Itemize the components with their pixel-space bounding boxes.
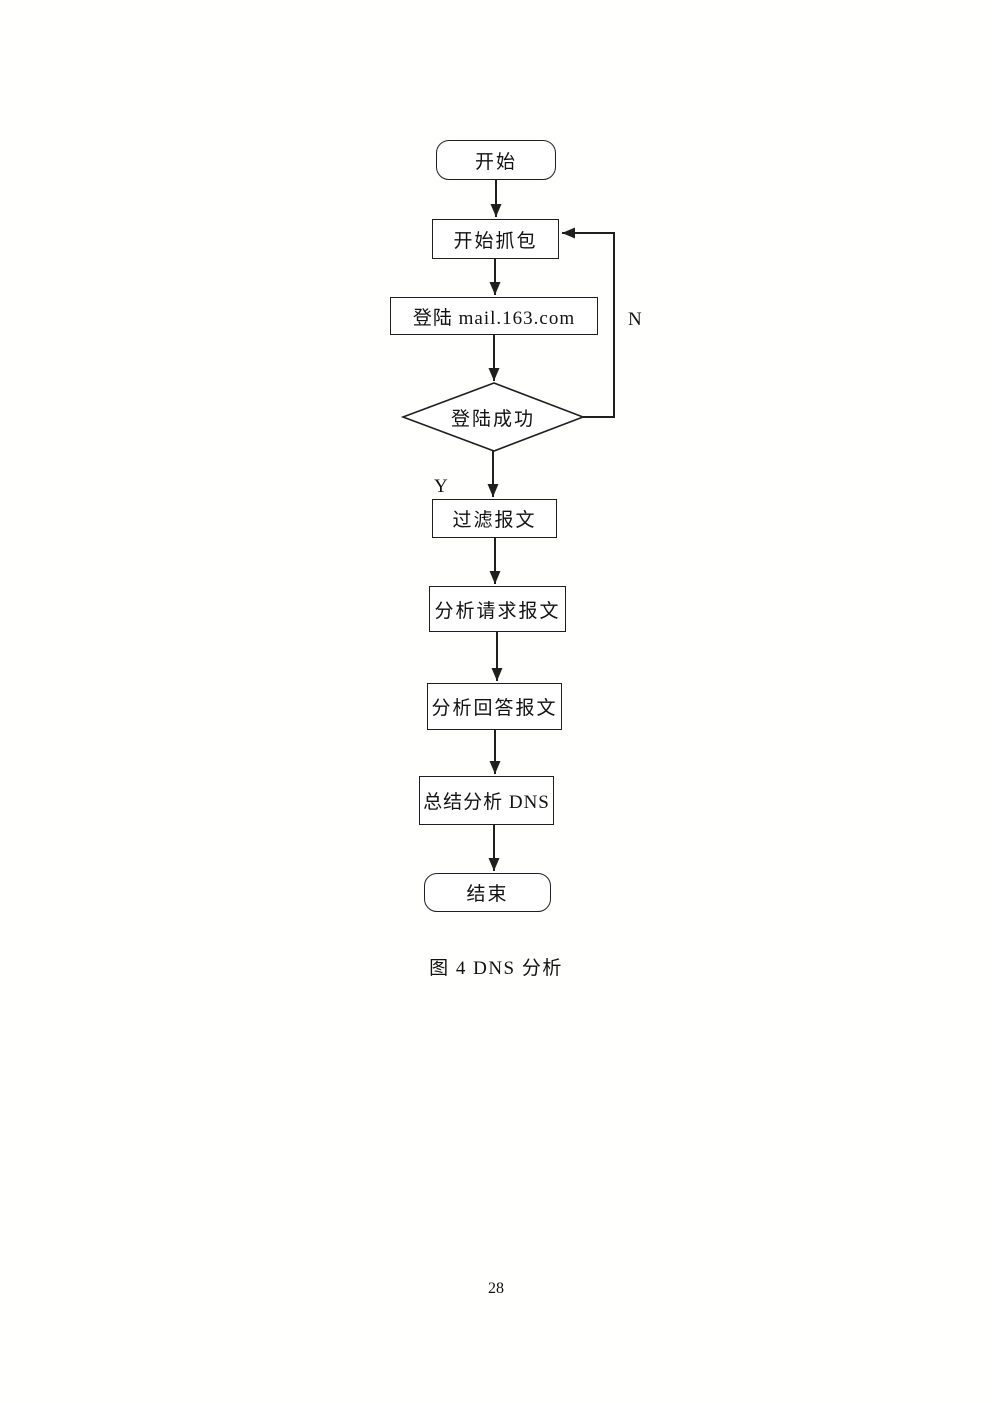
page-number: 28 xyxy=(488,1280,504,1297)
decision-diamond-shape xyxy=(400,382,586,452)
node-start: 开始 xyxy=(436,140,556,180)
arrow-no-loop xyxy=(562,227,615,418)
node-analyze-request: 分析请求报文 xyxy=(429,586,566,632)
node-start-capture: 开始抓包 xyxy=(432,219,559,259)
node-end: 结束 xyxy=(424,873,551,912)
node-analyze-response: 分析回答报文 xyxy=(427,683,562,730)
node-filter-packets: 过滤报文 xyxy=(432,499,557,538)
branch-label-yes: Y xyxy=(434,476,448,497)
figure-caption: 图 4 DNS 分析 xyxy=(429,958,563,979)
branch-label-no: N xyxy=(628,309,642,330)
node-login-success-decision: 登陆成功 xyxy=(450,408,535,430)
node-summarize-dns: 总结分析 DNS xyxy=(419,776,554,825)
node-login-mail163: 登陆 mail.163.com xyxy=(390,297,598,335)
